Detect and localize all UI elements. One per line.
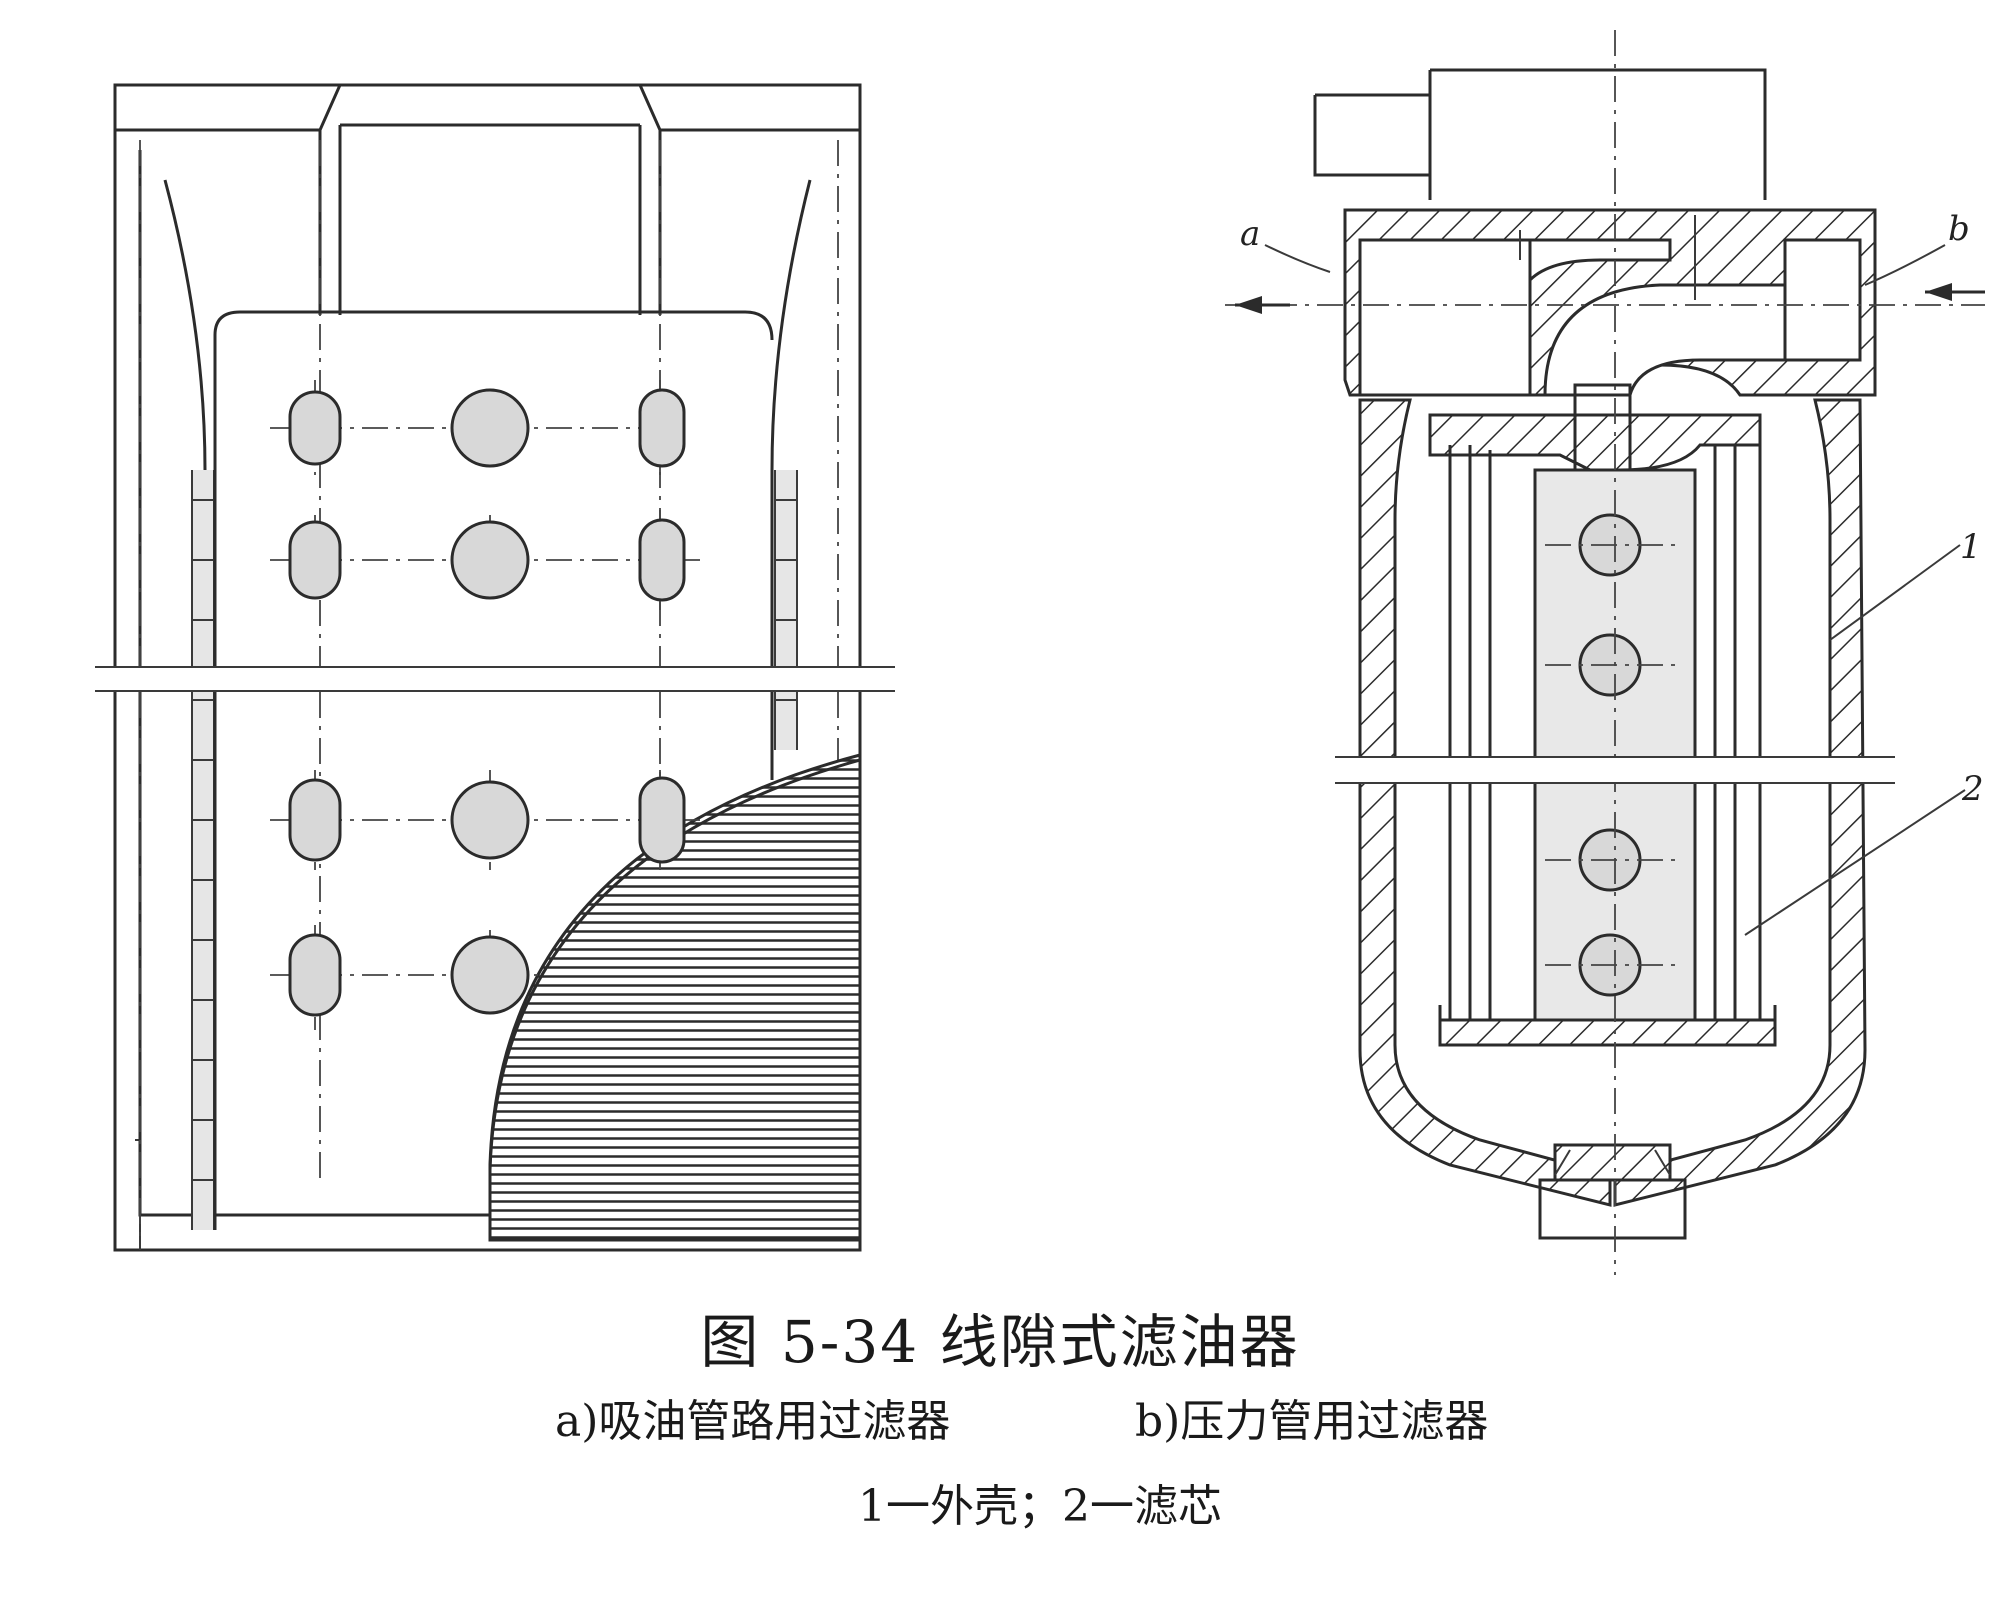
pressure-filter-drawing: a b 1 2	[1225, 30, 1985, 1275]
outlet-label-b: b	[1948, 209, 1970, 249]
parts-legend: 1一外壳；2一滤芯	[858, 1481, 1222, 1532]
part-label-1: 1	[1960, 527, 1982, 567]
suction-filter-drawing	[95, 83, 895, 1252]
subcaption-row: a)吸油管路用过滤器 b)压力管用过滤器	[0, 1385, 2000, 1447]
inlet-label-a: a	[1240, 214, 1260, 254]
figure-title: 图 5-34 线隙式滤油器	[700, 1308, 1300, 1376]
subcaption-b: b)压力管用过滤器	[1135, 1396, 1489, 1447]
filter-diagram: a b 1 2	[95, 30, 1985, 1275]
subcaption-a: a)吸油管路用过滤器	[555, 1396, 951, 1447]
part-label-2: 2	[1961, 769, 1984, 809]
